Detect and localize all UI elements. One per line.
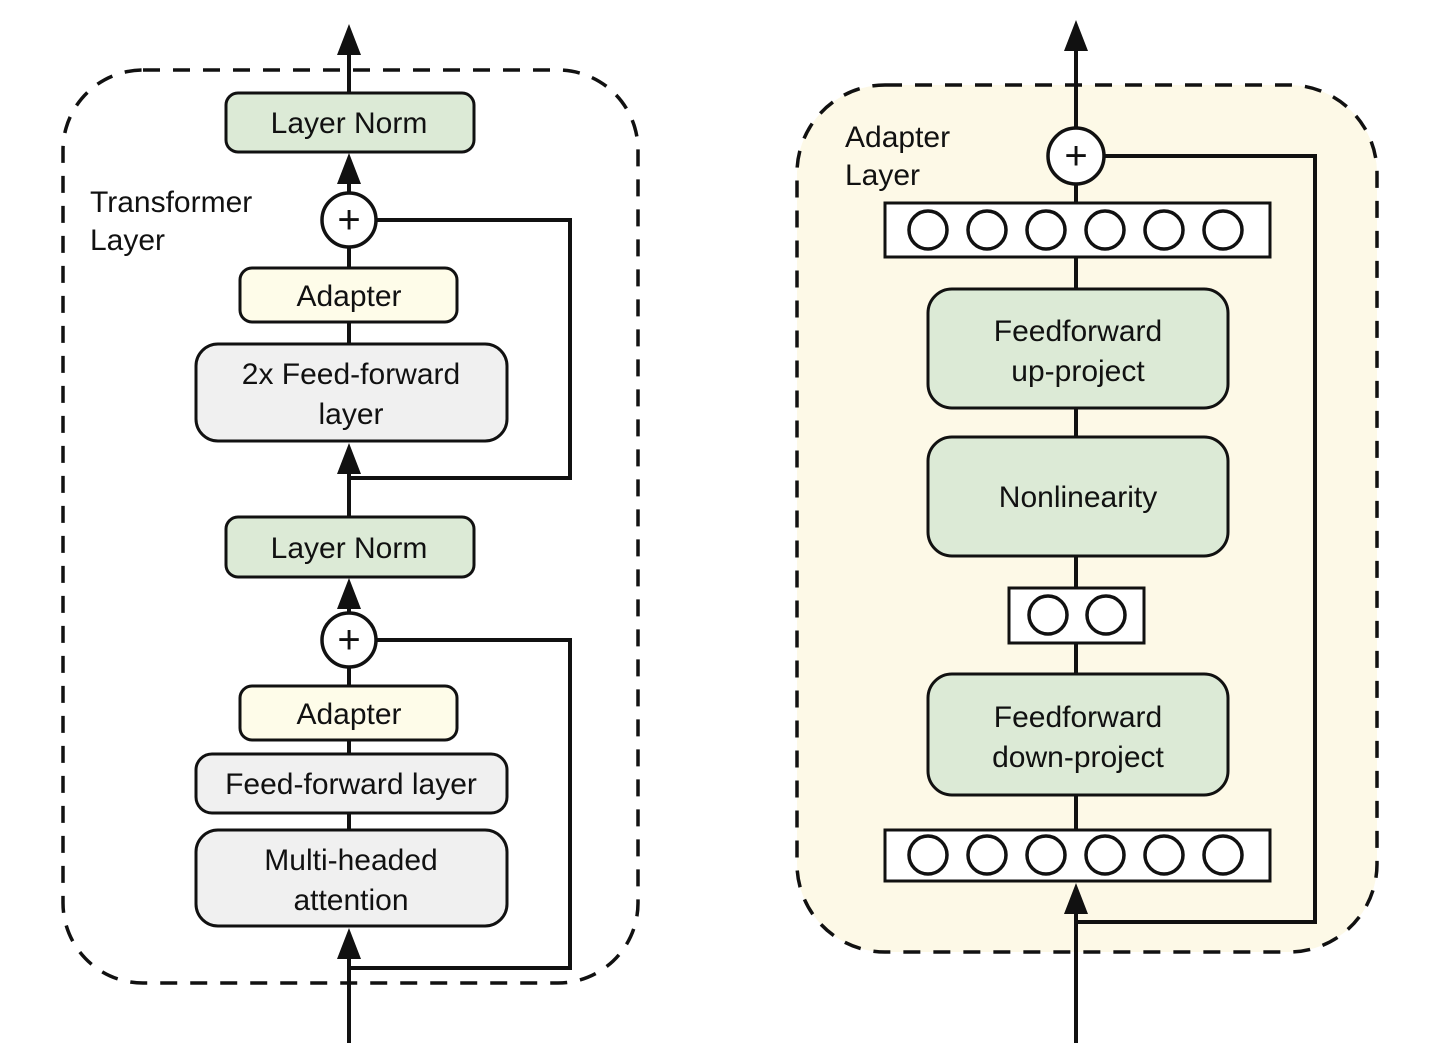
transformer-layer-label-line1: Transformer xyxy=(90,186,252,219)
unit-circle-icon xyxy=(1202,209,1244,251)
layer-norm-top-label: Layer Norm xyxy=(271,107,428,140)
adapter-layer-label-line1: Adapter xyxy=(845,121,950,154)
left-skip-connection-top xyxy=(351,218,572,480)
unit-circle-icon xyxy=(1143,834,1185,876)
nonlinearity-label: Nonlinearity xyxy=(999,481,1157,514)
unit-circle-icon xyxy=(1143,209,1185,251)
ff-layer-label: Feed-forward layer xyxy=(225,768,477,801)
left-input-arrow-icon xyxy=(337,928,361,959)
adapter-layer-label-line2: Layer xyxy=(845,159,920,192)
unit-circle-icon xyxy=(1027,594,1069,636)
right-input-arrow-icon xyxy=(1064,883,1088,914)
layer-norm-bottom-label: Layer Norm xyxy=(271,532,428,565)
unit-circle-icon xyxy=(1084,834,1126,876)
plus-icon: + xyxy=(1064,134,1087,178)
adapter-bottom-label: Adapter xyxy=(296,698,401,731)
left-arrow-icon xyxy=(337,578,361,609)
transformer-layer-label-line2: Layer xyxy=(90,224,165,257)
mha-label-line2: attention xyxy=(293,884,408,917)
ff-up-project-label-line1: Feedforward xyxy=(994,315,1162,348)
right-skip-connection xyxy=(1078,154,1317,924)
feature-row-top xyxy=(883,201,1272,259)
unit-circle-icon xyxy=(966,209,1008,251)
ff-down-project-label-line1: Feedforward xyxy=(994,701,1162,734)
mha-label-line1: Multi-headed xyxy=(264,844,437,877)
ff-up-project-box xyxy=(926,287,1230,410)
ff-down-project-label-line2: down-project xyxy=(992,741,1164,774)
ff-up-project-label-line2: up-project xyxy=(1011,355,1145,388)
left-skip-connection-bottom xyxy=(351,638,572,970)
unit-circle-icon xyxy=(966,834,1008,876)
unit-circle-icon xyxy=(1084,209,1126,251)
left-output-arrow-icon xyxy=(337,24,361,55)
ff2x-box xyxy=(194,342,509,443)
unit-circle-icon xyxy=(1202,834,1244,876)
layer-norm-top-box xyxy=(224,91,476,154)
unit-circle-icon xyxy=(1025,209,1067,251)
mha-box xyxy=(194,828,509,928)
ff-layer-box xyxy=(194,752,509,815)
ff2x-label-line1: 2x Feed-forward xyxy=(242,358,460,391)
unit-circle-icon xyxy=(1085,594,1127,636)
plus-icon: + xyxy=(337,198,360,242)
layer-norm-bottom-box xyxy=(224,515,476,579)
unit-circle-icon xyxy=(1025,834,1067,876)
ff2x-label-line2: layer xyxy=(318,398,383,431)
left-arrow-icon xyxy=(337,153,361,184)
left-arrow-icon xyxy=(337,443,361,474)
unit-circle-icon xyxy=(907,834,949,876)
feature-row-bottom xyxy=(883,828,1272,883)
adapter-top-label: Adapter xyxy=(296,280,401,313)
bottleneck-row xyxy=(1007,586,1146,645)
ff-down-project-box xyxy=(926,672,1230,797)
right-output-arrow-icon xyxy=(1064,20,1088,51)
plus-icon: + xyxy=(337,618,360,662)
unit-circle-icon xyxy=(907,209,949,251)
